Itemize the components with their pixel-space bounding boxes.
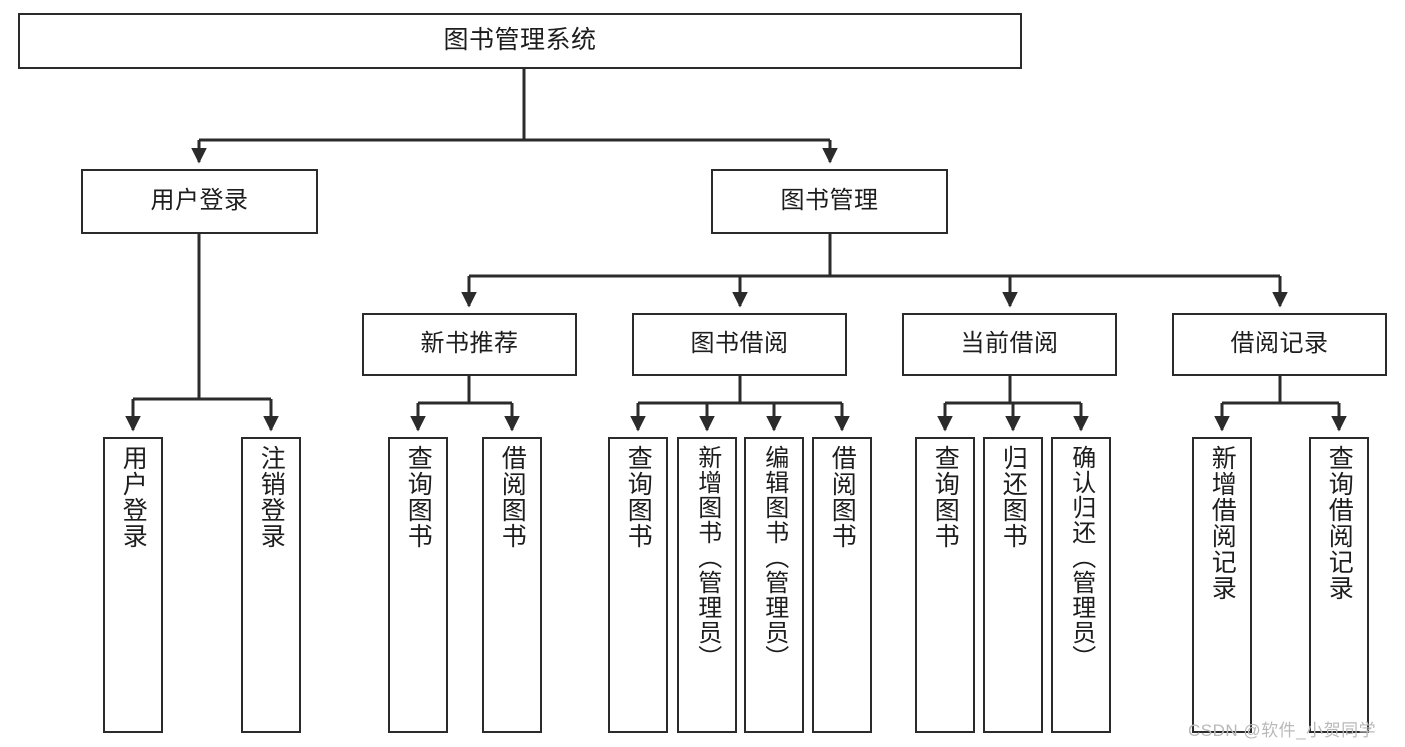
leaf-current-borrow-return[interactable]: 归还图书 [983,437,1043,733]
node-user-login-label: 用户登录 [150,187,249,215]
leaf-new-book-query[interactable]: 查询图书 [388,437,448,733]
node-new-book-recommend-label: 新书推荐 [420,330,519,358]
leaf-current-borrow-return-label: 归还图书 [999,445,1028,549]
node-borrow-record[interactable]: 借阅记录 [1172,313,1387,376]
csdn-watermark: CSDN @软件_小贺同学 [1188,721,1377,740]
node-borrow-record-label: 借阅记录 [1230,330,1329,358]
leaf-borrow-record-add-label: 新增借阅记录 [1208,445,1237,601]
leaf-user-login-logout-label: 注销登录 [257,445,286,549]
node-root-label: 图书管理系统 [443,26,597,55]
leaf-borrow-record-add[interactable]: 新增借阅记录 [1192,437,1252,733]
node-new-book-recommend[interactable]: 新书推荐 [362,313,577,376]
node-root[interactable]: 图书管理系统 [18,13,1022,69]
leaf-new-book-borrow[interactable]: 借阅图书 [482,437,542,733]
leaf-book-borrow-query[interactable]: 查询图书 [608,437,668,733]
node-current-borrow-label: 当前借阅 [960,330,1059,358]
node-book-management-label: 图书管理 [780,187,879,215]
leaf-book-borrow-add[interactable]: 新增图书（管理员） [677,437,737,733]
leaf-borrow-record-query[interactable]: 查询借阅记录 [1309,437,1369,733]
leaf-current-borrow-query-label: 查询图书 [931,445,960,549]
node-book-borrow-label: 图书借阅 [690,330,789,358]
leaf-new-book-borrow-label: 借阅图书 [498,445,527,549]
leaf-book-borrow-query-label: 查询图书 [624,445,653,549]
node-current-borrow[interactable]: 当前借阅 [902,313,1117,376]
leaf-user-login-login[interactable]: 用户登录 [103,437,163,733]
leaf-book-borrow-borrow[interactable]: 借阅图书 [812,437,872,733]
leaf-current-borrow-confirm[interactable]: 确认归还（管理员） [1051,437,1111,733]
leaf-book-borrow-edit[interactable]: 编辑图书（管理员） [744,437,804,733]
node-book-borrow[interactable]: 图书借阅 [632,313,847,376]
leaf-book-borrow-edit-label: 编辑图书（管理员） [760,445,788,670]
leaf-book-borrow-add-label: 新增图书（管理员） [693,445,721,670]
leaf-current-borrow-confirm-label: 确认归还（管理员） [1067,445,1095,670]
leaf-current-borrow-query[interactable]: 查询图书 [915,437,975,733]
leaf-book-borrow-borrow-label: 借阅图书 [828,445,857,549]
node-user-login[interactable]: 用户登录 [81,169,318,234]
leaf-user-login-logout[interactable]: 注销登录 [241,437,301,733]
leaf-user-login-login-label: 用户登录 [119,445,148,549]
leaf-borrow-record-query-label: 查询借阅记录 [1325,445,1354,601]
leaf-new-book-query-label: 查询图书 [404,445,433,549]
node-book-management[interactable]: 图书管理 [711,169,948,234]
